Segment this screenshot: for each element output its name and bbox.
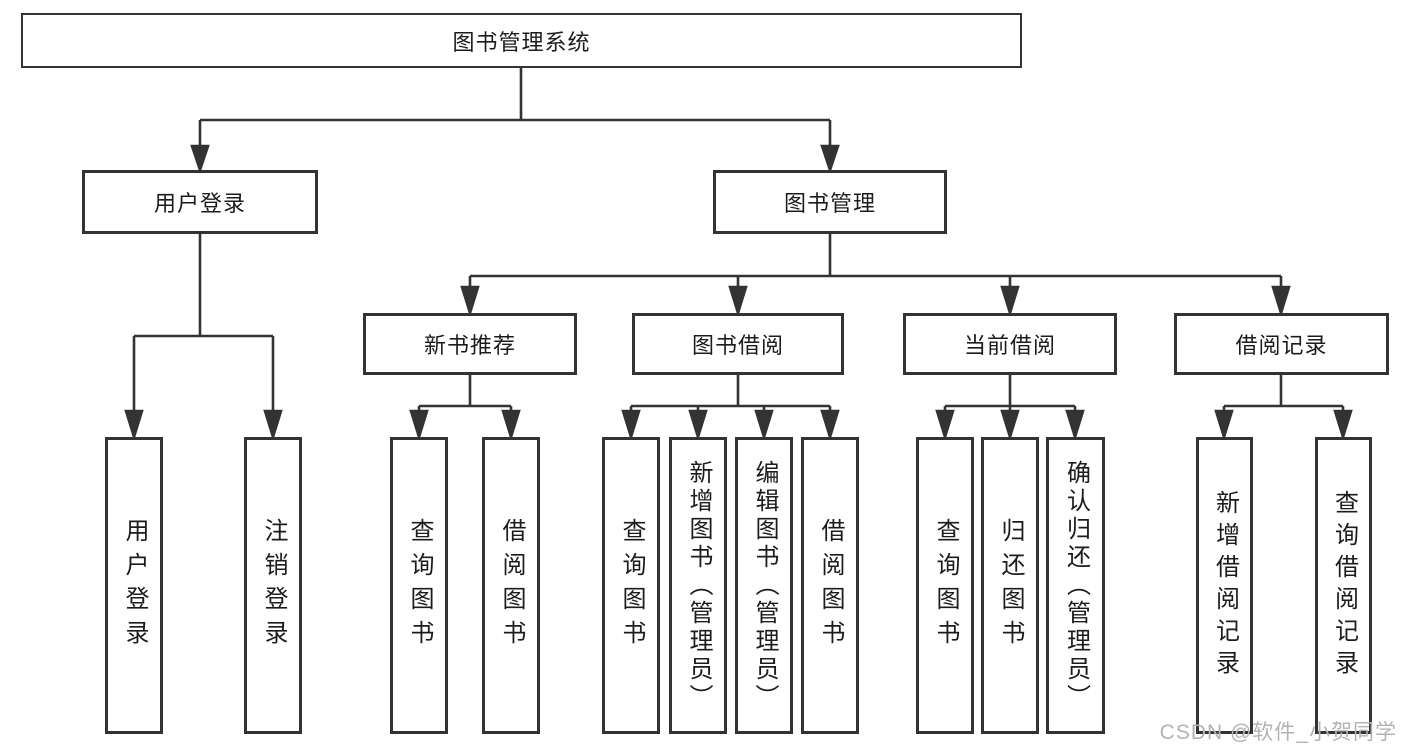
arrowhead — [263, 409, 283, 442]
node-borrowing-records: 借阅记录 — [1174, 313, 1389, 375]
arrowhead — [1271, 285, 1291, 318]
leaf-label: 编辑图书（管理员） — [751, 459, 778, 712]
node-label: 用户登录 — [153, 191, 246, 216]
arrowhead — [1000, 409, 1020, 442]
leaf-add-borrow-record: 新增借阅记录 — [1196, 437, 1253, 734]
leaf-add-books-admin: 新增图书（管理员） — [669, 437, 727, 734]
node-label: 当前借阅 — [963, 333, 1056, 358]
leaf-label: 新增借阅记录 — [1211, 489, 1239, 682]
leaf-label: 用户登录 — [121, 517, 148, 654]
leaf-query-books-2: 查询图书 — [602, 437, 660, 734]
arrowhead — [820, 144, 840, 175]
leaf-query-borrow-record: 查询借阅记录 — [1315, 437, 1372, 734]
connector-new-book-rec-to-leaves — [417, 375, 513, 414]
arrowhead — [409, 409, 429, 442]
connector-book-mgmt-to-level3 — [468, 234, 1283, 290]
leaf-logout: 注销登录 — [244, 437, 302, 734]
leaf-label: 查询图书 — [406, 517, 433, 654]
node-book-borrowing: 图书借阅 — [632, 313, 844, 375]
arrowhead — [501, 409, 521, 442]
connector-root-to-level2 — [198, 68, 832, 148]
arrowhead — [1000, 285, 1020, 318]
leaf-label: 借阅图书 — [817, 517, 844, 654]
leaf-label: 确认归还（管理员） — [1062, 459, 1090, 712]
connector-user-login-to-leaves — [132, 234, 275, 414]
node-current-borrowing: 当前借阅 — [903, 313, 1117, 375]
node-label: 图书借阅 — [691, 333, 784, 358]
node-user-login: 用户登录 — [82, 170, 318, 234]
node-label: 借阅记录 — [1235, 333, 1328, 358]
leaf-label: 查询图书 — [932, 517, 959, 654]
connector-borrow-records-to-leaves — [1222, 375, 1345, 414]
node-label: 图书管理系统 — [452, 29, 591, 55]
node-label: 新书推荐 — [423, 333, 516, 358]
arrowhead — [754, 409, 774, 442]
leaf-query-books-1: 查询图书 — [390, 437, 448, 734]
leaf-user-login: 用户登录 — [105, 437, 163, 734]
leaf-borrow-books-2: 借阅图书 — [801, 437, 859, 734]
leaf-label: 借阅图书 — [498, 517, 525, 654]
leaf-label: 归还图书 — [997, 517, 1024, 654]
arrowhead — [460, 285, 480, 318]
arrowhead — [820, 409, 840, 442]
leaf-label: 查询借阅记录 — [1330, 489, 1358, 682]
node-label: 图书管理 — [783, 191, 876, 216]
node-library-management-system: 图书管理系统 — [21, 13, 1022, 68]
arrowhead — [935, 409, 955, 442]
leaf-edit-books-admin: 编辑图书（管理员） — [735, 437, 793, 734]
leaf-label: 查询图书 — [618, 517, 645, 654]
arrowhead — [1065, 409, 1085, 442]
arrowhead — [124, 409, 144, 442]
leaf-confirm-return-admin: 确认归还（管理员） — [1046, 437, 1105, 734]
leaf-borrow-books-1: 借阅图书 — [482, 437, 540, 734]
arrowhead — [190, 144, 210, 175]
arrowhead — [1333, 409, 1353, 442]
arrowhead — [688, 409, 708, 442]
leaf-query-books-3: 查询图书 — [916, 437, 974, 734]
leaf-return-books: 归还图书 — [981, 437, 1039, 734]
leaf-label: 注销登录 — [260, 517, 287, 654]
leaf-label: 新增图书（管理员） — [685, 459, 712, 712]
arrowhead — [621, 409, 641, 442]
arrowhead — [1214, 409, 1234, 442]
connector-current-borrow-to-leaves — [943, 375, 1077, 414]
node-new-book-recommendation: 新书推荐 — [363, 313, 577, 375]
node-book-management: 图书管理 — [713, 170, 947, 234]
connector-book-borrow-to-leaves — [629, 375, 832, 414]
arrowhead — [728, 285, 748, 318]
